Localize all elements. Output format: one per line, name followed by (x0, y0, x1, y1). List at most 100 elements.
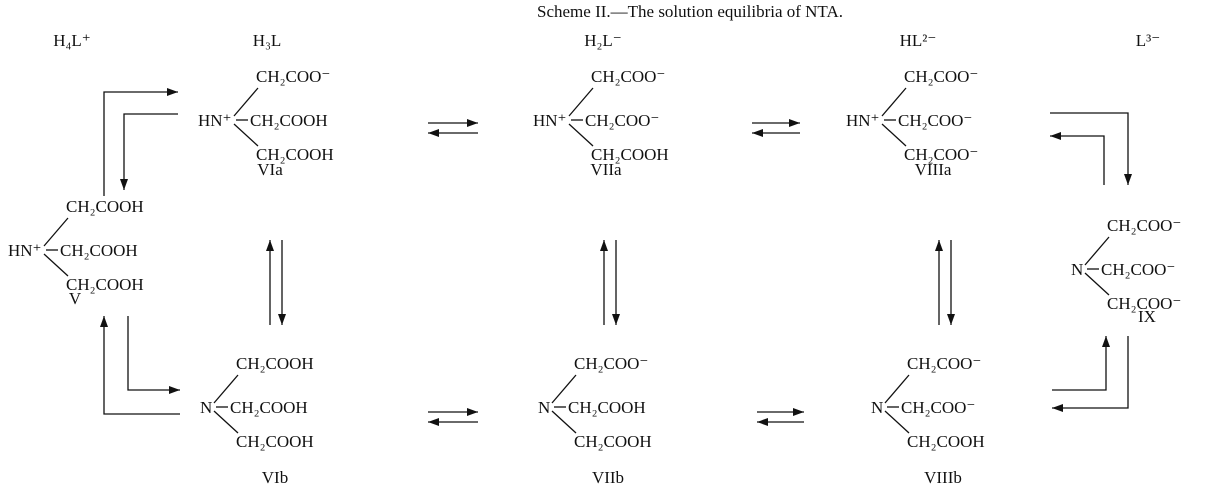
arrowhead (1124, 174, 1132, 185)
equilibrium-arrows (100, 88, 1132, 426)
elbow-reverse (123, 113, 178, 190)
bond-down (884, 410, 910, 434)
arrowhead (612, 314, 620, 325)
equilibrium-VIIIa-IX (1050, 112, 1132, 185)
substituent-arm: CH₂COOH (236, 432, 314, 451)
arrowhead (935, 240, 943, 251)
substituent-arm: CH₂COO⁻ (898, 111, 972, 130)
nitrogen-label: HN⁺ (846, 111, 880, 130)
species-formula: H₄L⁺ (53, 31, 91, 50)
arrowhead (1102, 336, 1110, 347)
substituent-arm: CH₂COOH (250, 111, 328, 130)
arrowhead (169, 386, 180, 394)
equilibrium-VIIIb-IX (1052, 336, 1129, 412)
equilibrium-VIa-VIIa (428, 119, 478, 137)
substituent-arm: CH₂COO⁻ (256, 67, 330, 86)
species-formula: HL²⁻ (900, 31, 937, 50)
compound-label: IX (1138, 307, 1156, 326)
arrowhead (428, 418, 439, 426)
nitrogen-label: N (1071, 260, 1083, 279)
equilibrium-VIa-VIb (266, 240, 286, 325)
nitrogen-label: N (871, 398, 883, 417)
elbow-forward (1052, 336, 1107, 391)
arrowhead (467, 119, 478, 127)
bond-up (233, 87, 259, 117)
equilibrium-VIIIa-VIIIb (935, 240, 955, 325)
nitrogen-label: N (538, 398, 550, 417)
substituent-arm: CH₂COO⁻ (591, 67, 665, 86)
nitrogen-label: HN⁺ (533, 111, 567, 130)
arrowhead (600, 240, 608, 251)
bond-up (881, 87, 907, 117)
elbow-reverse (127, 316, 180, 391)
molecule-VIIIa: HL²⁻HN⁺CH₂COO⁻CH₂COO⁻CH₂COO⁻VIIIa (846, 31, 978, 179)
scheme-title: Scheme II.—The solution equilibria of NT… (537, 2, 843, 21)
bond-up (551, 374, 577, 404)
equilibrium-V-VIb (100, 316, 180, 415)
bond-down (43, 253, 69, 277)
equilibrium-VIIb-VIIIb (757, 408, 804, 426)
substituent-arm: CH₂COOH (66, 197, 144, 216)
equilibrium-VIIa-VIIb (600, 240, 620, 325)
bond-down (551, 410, 577, 434)
substituent-arm: CH₂COOH (66, 275, 144, 294)
species-formula: H₂L⁻ (584, 31, 622, 50)
bond-down (568, 123, 594, 147)
molecule-VIIIb: N CH₂COO⁻ CH₂COO⁻ CH₂COOH VIIIb (871, 354, 985, 487)
species-formula: L³⁻ (1136, 31, 1160, 50)
bond-up (1084, 236, 1110, 266)
substituent-arm: CH₂COO⁻ (585, 111, 659, 130)
arrowhead (467, 408, 478, 416)
bond-up (568, 87, 594, 117)
equilibrium-V-VIa (103, 88, 178, 196)
compound-label: VIIb (592, 468, 624, 487)
substituent-arm: CH₂COO⁻ (1107, 294, 1181, 313)
substituent-arm: CH₂COOH (236, 354, 314, 373)
substituent-arm: CH₂COOH (60, 241, 138, 260)
compound-label: VIIIb (924, 468, 962, 487)
bond-down (233, 123, 259, 147)
compound-label: VIIIa (915, 160, 952, 179)
equilibrium-VIIa-VIIIa (752, 119, 800, 137)
bond-down (881, 123, 907, 147)
substituent-arm: CH₂COO⁻ (907, 354, 981, 373)
substituent-arm: CH₂COO⁻ (574, 354, 648, 373)
elbow-forward (103, 91, 178, 196)
substituent-arm: CH₂COOH (574, 432, 652, 451)
compound-label: V (69, 289, 82, 308)
bond-up (884, 374, 910, 404)
substituent-arm: CH₂COO⁻ (901, 398, 975, 417)
substituent-arm: CH₂COOH (907, 432, 985, 451)
compound-label: VIa (257, 160, 283, 179)
molecule-VIb: N CH₂COOH CH₂COOH CH₂COOH VIb (200, 354, 314, 487)
nitrogen-label: N (200, 398, 212, 417)
substituent-arm: CH₂COOH (230, 398, 308, 417)
equilibrium-VIb-VIIb (428, 408, 478, 426)
bond-down (213, 410, 239, 434)
nitrogen-label: HN⁺ (198, 111, 232, 130)
bond-up (43, 217, 69, 247)
compound-label: VIb (262, 468, 288, 487)
substituent-arm: CH₂COO⁻ (904, 67, 978, 86)
arrowhead (793, 408, 804, 416)
molecules: H₄L⁺HN⁺CH₂COOHCH₂COOHCH₂COOHVH₃LHN⁺CH₂CO… (8, 31, 1181, 487)
substituent-arm: CH₂COO⁻ (1107, 216, 1181, 235)
arrowhead (278, 314, 286, 325)
arrowhead (167, 88, 178, 96)
substituent-arm: CH₂COO⁻ (904, 145, 978, 164)
elbow-forward (103, 316, 180, 415)
nitrogen-label: HN⁺ (8, 241, 42, 260)
arrowhead (947, 314, 955, 325)
bond-up (213, 374, 239, 404)
arrowhead (428, 129, 439, 137)
substituent-arm: CH₂COOH (256, 145, 334, 164)
elbow-reverse (1050, 135, 1105, 185)
species-formula: H₃L (253, 31, 282, 50)
arrowhead (266, 240, 274, 251)
compound-label: VIIa (590, 160, 622, 179)
